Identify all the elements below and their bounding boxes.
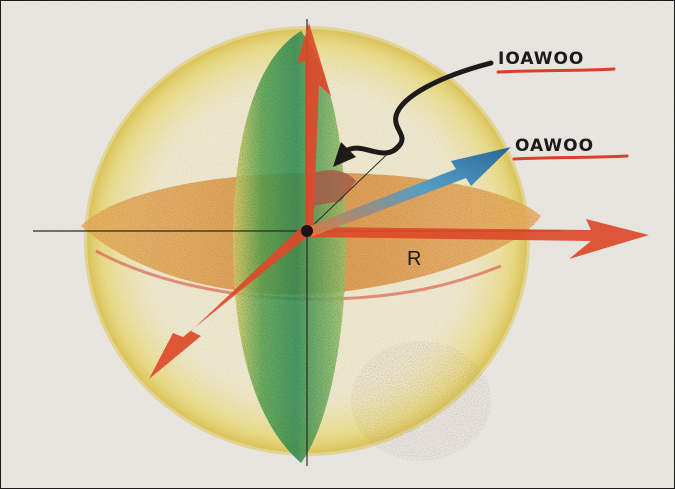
speckle-dust: [351, 341, 491, 461]
label-ioawoo: IOAWOO: [498, 49, 584, 69]
small-wedge: [307, 169, 356, 206]
arrow-up: [297, 23, 331, 231]
arrow-lower-left: [149, 227, 307, 379]
arrow-right: [307, 219, 649, 259]
diagonal-axis-line: [306, 140, 402, 232]
label-ioawoo-underline: [496, 67, 616, 74]
label-oawoo-underline: [512, 154, 629, 161]
label-oawoo: OAWOO: [515, 136, 594, 156]
arrow-oawoo: [307, 147, 511, 237]
pointer-arrow-ioawoo: [343, 60, 494, 156]
origin-point: [301, 225, 313, 237]
label-r: R: [407, 248, 421, 270]
pointer-arrow-head: [333, 142, 356, 167]
